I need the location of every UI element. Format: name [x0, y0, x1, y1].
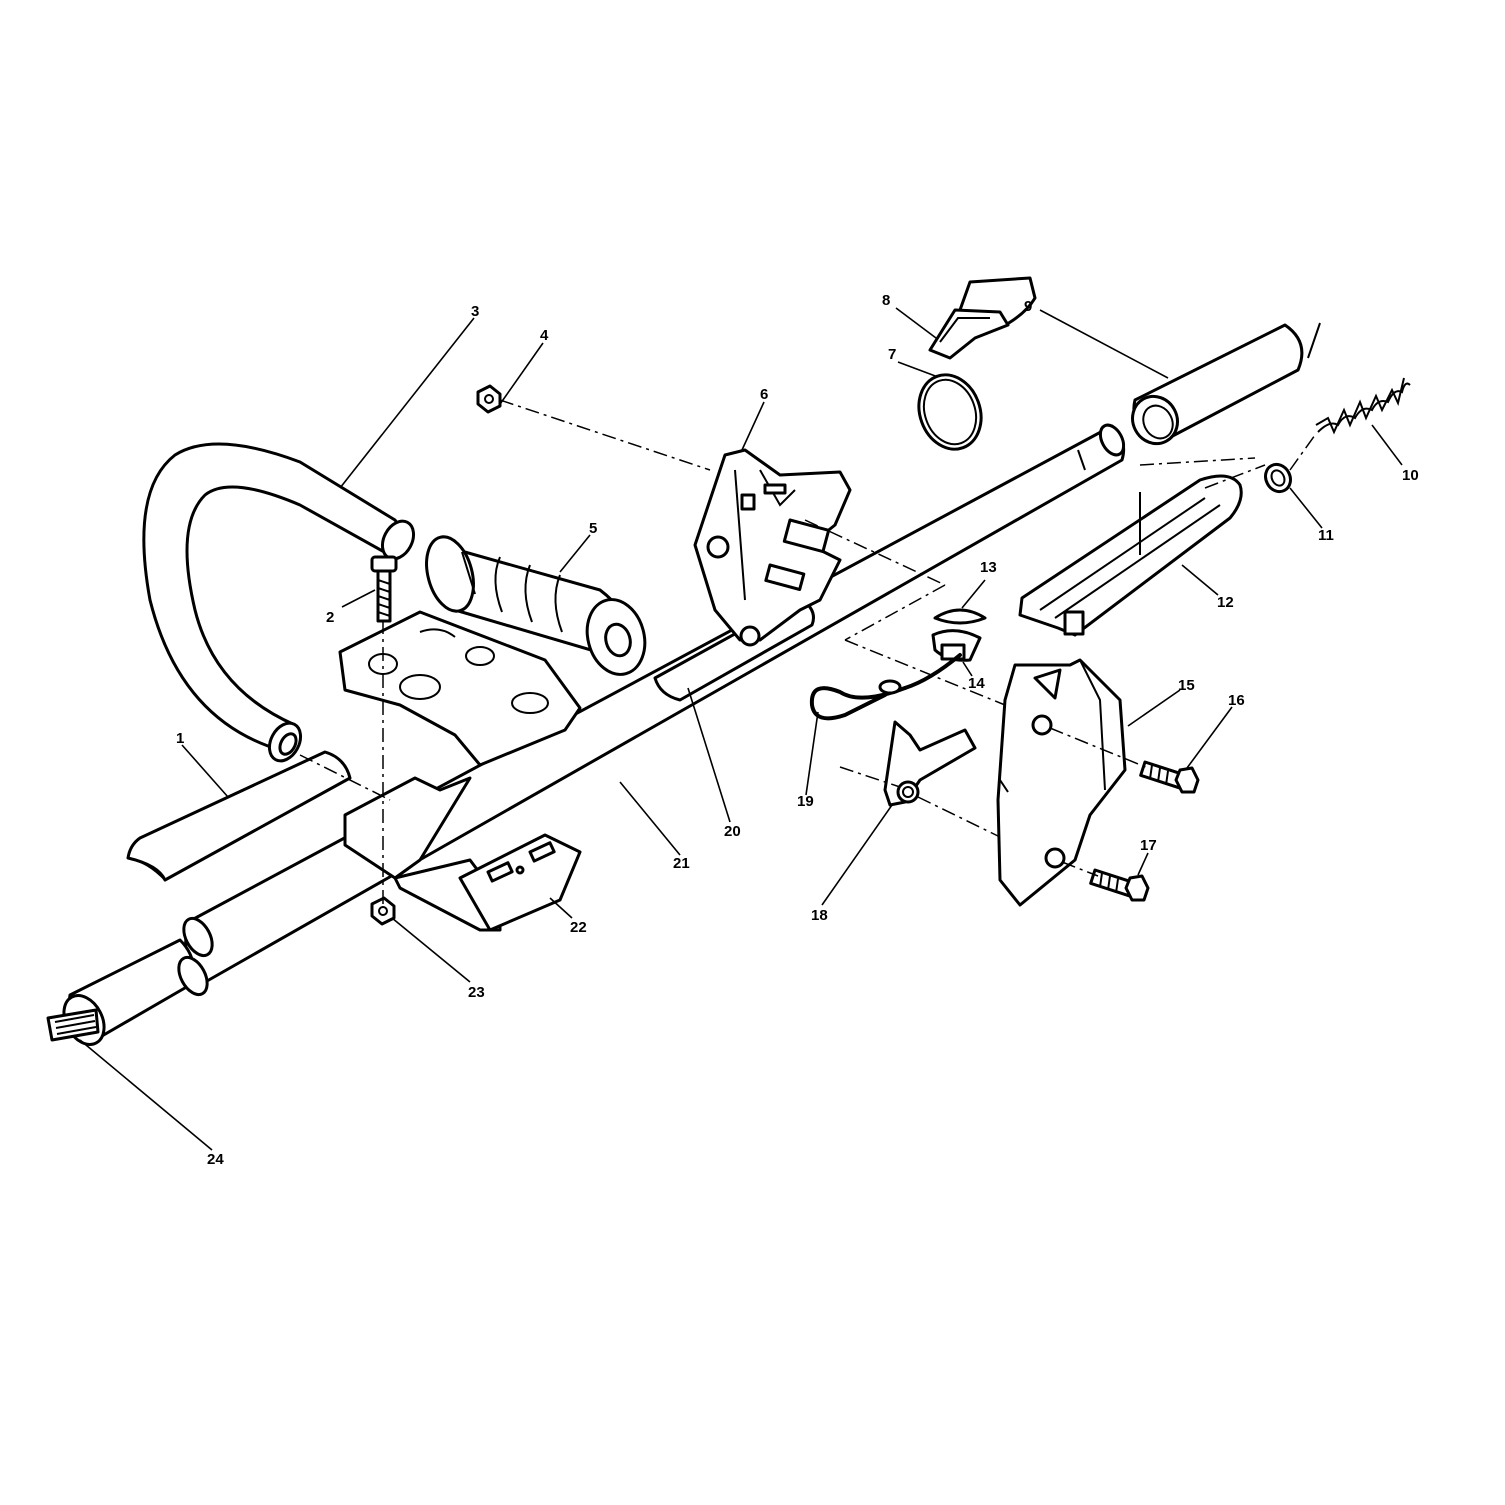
part-12-trigger-bracket	[1018, 474, 1243, 637]
part-14-switch	[931, 629, 982, 662]
part-2-bolt	[370, 555, 398, 623]
callout-2: 2	[326, 609, 334, 626]
callout-labels: 1 2 3 4 5 6 7 8 9 10 11 12 13 14 15 16 1…	[176, 292, 1419, 1168]
callout-13: 13	[980, 559, 997, 576]
part-3-loop-handle	[142, 442, 416, 763]
callout-7: 7	[888, 346, 896, 363]
callout-4: 4	[540, 327, 549, 344]
callout-18: 18	[811, 907, 828, 924]
part-23-nut	[370, 896, 396, 926]
part-6-throttle-housing	[693, 448, 852, 647]
part-16-screw	[1139, 760, 1200, 794]
part-8-strap-clip	[928, 276, 1037, 360]
callout-17: 17	[1140, 837, 1157, 854]
callout-23: 23	[468, 984, 485, 1001]
part-9-sleeve-tube	[1131, 322, 1321, 446]
part-24-drive-shaft-end	[46, 916, 214, 1046]
leader-lines	[79, 307, 1403, 1151]
callout-10: 10	[1402, 467, 1419, 484]
callout-21: 21	[673, 855, 690, 872]
part-17-screw	[1089, 868, 1150, 902]
part-19-ground-wire	[809, 653, 962, 721]
callout-24: 24	[207, 1151, 224, 1168]
callout-6: 6	[760, 386, 768, 403]
callout-9: 9	[1024, 298, 1032, 315]
callout-22: 22	[570, 919, 587, 936]
part-7-ring	[917, 373, 983, 451]
callout-20: 20	[724, 823, 741, 840]
part-13-switch-cap	[933, 608, 987, 625]
callout-19: 19	[797, 793, 814, 810]
part-15-housing-cover	[996, 658, 1127, 907]
callout-8: 8	[882, 292, 890, 309]
callout-12: 12	[1217, 594, 1234, 611]
part-1-half-shell	[126, 750, 352, 882]
callout-14: 14	[968, 675, 985, 692]
callout-15: 15	[1178, 677, 1195, 694]
part-22-clamp-foot	[458, 833, 582, 932]
part-18-trigger	[883, 720, 977, 807]
callout-3: 3	[471, 303, 479, 320]
callout-11: 11	[1318, 527, 1334, 544]
part-11-bushing	[1264, 462, 1292, 494]
callout-16: 16	[1228, 692, 1245, 709]
callout-5: 5	[589, 520, 597, 537]
callout-1: 1	[176, 730, 184, 747]
assembly-centerlines	[299, 399, 1316, 905]
part-10-spring	[1315, 377, 1411, 435]
part-4-nut	[476, 384, 502, 414]
part-5-grip	[425, 535, 647, 676]
